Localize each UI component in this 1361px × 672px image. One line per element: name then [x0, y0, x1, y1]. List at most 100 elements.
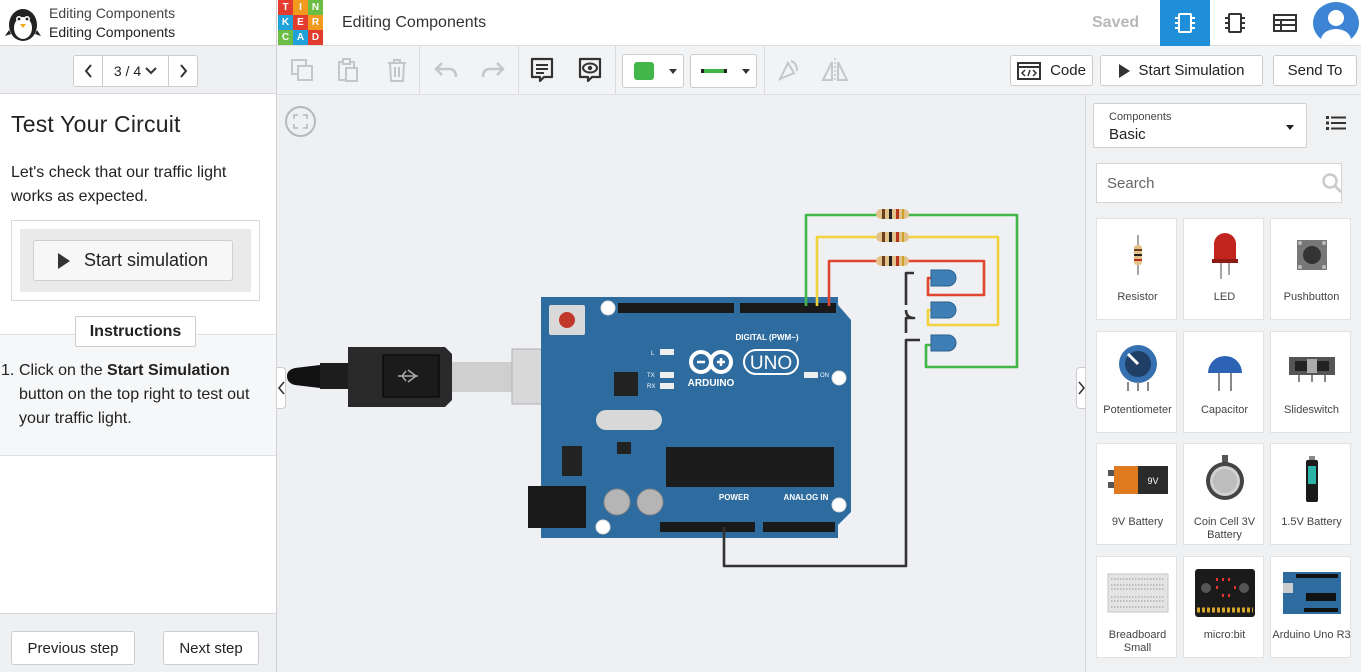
schematic-view-button[interactable] [1210, 0, 1260, 46]
search-icon[interactable] [1321, 172, 1343, 194]
logo-letter: A [293, 30, 308, 45]
send-to-button[interactable]: Send To [1273, 55, 1357, 86]
breadboard-icon [1107, 573, 1168, 613]
lesson-course-title: Editing Components [49, 5, 176, 21]
caret-down-icon [669, 69, 677, 74]
step-dropdown[interactable]: 3 / 4 [102, 56, 169, 86]
component-tile-microbit[interactable]: micro:bit [1183, 556, 1264, 658]
previous-step-button[interactable]: Previous step [11, 631, 135, 665]
paste-button[interactable] [331, 54, 365, 86]
component-label: micro:bit [1203, 629, 1246, 641]
instruction-number: 1. [1, 362, 15, 379]
toolbar-separator [764, 46, 765, 94]
wire-red[interactable] [827, 259, 986, 306]
components-category-dropdown[interactable]: Components Basic [1093, 103, 1307, 148]
play-icon [57, 252, 70, 269]
redo-button[interactable] [476, 54, 510, 86]
notes-button[interactable] [525, 54, 559, 86]
instruction-text-pre: Click on the [19, 362, 108, 379]
component-tile-9v-battery[interactable]: 9V 9V Battery [1096, 443, 1177, 545]
code-button[interactable]: Code [1010, 55, 1093, 86]
resistor-3[interactable] [876, 256, 909, 266]
penguin-logo-icon [5, 9, 41, 41]
component-tile-slideswitch[interactable]: Slideswitch [1270, 331, 1351, 433]
wire-color-dropdown[interactable] [622, 54, 684, 88]
start-simulation-label: Start Simulation [1138, 62, 1245, 79]
table-list-icon [1273, 14, 1297, 32]
component-list-view-button[interactable] [1260, 0, 1310, 46]
component-tile-resistor[interactable]: Resistor [1096, 218, 1177, 320]
user-avatar[interactable] [1313, 2, 1359, 44]
start-simulation-button[interactable]: Start Simulation [1100, 55, 1263, 86]
play-icon [1118, 63, 1130, 78]
delete-button[interactable] [380, 54, 414, 86]
editor-toolbar: Code Start Simulation Send To [277, 46, 1361, 95]
component-label: Coin Cell 3V Battery [1193, 516, 1256, 541]
component-tile-pushbutton[interactable]: Pushbutton [1270, 218, 1351, 320]
lesson-title: Test Your Circuit [11, 111, 181, 137]
circuit-drawing[interactable]: UNO ARDUINO DIGITAL (PWM~) POWER ANALOG … [277, 95, 1085, 672]
wire-black[interactable] [722, 271, 920, 568]
logo-letter: N [308, 0, 323, 15]
logo-letter: D [308, 30, 323, 45]
resistor-2[interactable] [876, 232, 909, 242]
usb-cable[interactable] [287, 347, 586, 407]
circuit-view-button[interactable] [1160, 0, 1210, 46]
wire-green[interactable] [804, 213, 1019, 369]
prev-step-chevron[interactable] [74, 56, 102, 86]
resistor-1[interactable] [876, 209, 909, 219]
copy-button[interactable] [285, 54, 319, 86]
led-2[interactable] [930, 301, 957, 319]
component-tile-coin-cell-battery[interactable]: Coin Cell 3V Battery [1183, 443, 1264, 545]
collapse-components-panel-button[interactable] [1076, 367, 1085, 409]
list-view-icon[interactable] [1326, 115, 1346, 131]
component-label: Arduino Uno R3 [1272, 629, 1351, 641]
circuit-view-icon [1175, 13, 1195, 33]
wire-type-dropdown[interactable] [690, 54, 757, 88]
design-title[interactable]: Editing Components [342, 14, 487, 31]
pane-divider[interactable] [276, 0, 277, 672]
9v-battery-icon: 9V [1107, 466, 1168, 494]
l-led-label: L [651, 351, 655, 357]
microbit-icon [1194, 569, 1255, 617]
arduino-uno-board[interactable]: UNO ARDUINO DIGITAL (PWM~) POWER ANALOG … [528, 297, 851, 538]
led-1[interactable] [930, 269, 957, 287]
component-label: 9V Battery [1111, 516, 1164, 528]
rotate-icon [777, 60, 798, 81]
fit-view-button[interactable] [285, 106, 316, 137]
logo-letter: R [308, 15, 323, 30]
component-tile-arduino-uno[interactable]: Arduino Uno R3 [1270, 556, 1351, 658]
led-3[interactable] [930, 334, 957, 352]
board-brand-label: ARDUINO [688, 378, 735, 389]
start-simulation-widget: Start simulation [11, 220, 260, 301]
next-step-button[interactable]: Next step [163, 631, 259, 665]
instructions-tab[interactable]: Instructions [75, 316, 196, 347]
component-tile-led[interactable]: LED [1183, 218, 1264, 320]
logo-letter: C [278, 30, 293, 45]
component-tile-potentiometer[interactable]: Potentiometer [1096, 331, 1177, 433]
instruction-text-post: button on the top right to test out your… [19, 386, 250, 427]
rotate-button[interactable] [771, 54, 805, 86]
capacitor-icon [1207, 355, 1242, 391]
logo-letter: K [278, 15, 293, 30]
component-tile-breadboard-small[interactable]: Breadboard Small [1096, 556, 1177, 658]
notes-visibility-button[interactable] [573, 54, 607, 86]
wire-type-icon [701, 69, 727, 73]
next-step-chevron[interactable] [169, 56, 197, 86]
wire-yellow[interactable] [815, 235, 1000, 327]
collapse-lesson-panel-button[interactable] [277, 367, 286, 409]
logo-letter: T [278, 0, 293, 15]
component-tile-capacitor[interactable]: Capacitor [1183, 331, 1264, 433]
slideswitch-icon [1288, 357, 1335, 382]
flip-button[interactable] [818, 54, 852, 86]
resistor-icon [1133, 235, 1142, 275]
components-search-input[interactable] [1107, 175, 1307, 192]
lesson-footer: Previous step Next step [0, 613, 276, 672]
component-tile-1-5v-battery[interactable]: 1.5V Battery [1270, 443, 1351, 545]
lesson-start-simulation-button[interactable]: Start simulation [33, 240, 233, 281]
paste-icon [338, 58, 358, 82]
circuit-canvas[interactable]: UNO ARDUINO DIGITAL (PWM~) POWER ANALOG … [277, 95, 1085, 672]
power-pins-label: POWER [719, 493, 749, 502]
undo-button[interactable] [429, 54, 463, 86]
